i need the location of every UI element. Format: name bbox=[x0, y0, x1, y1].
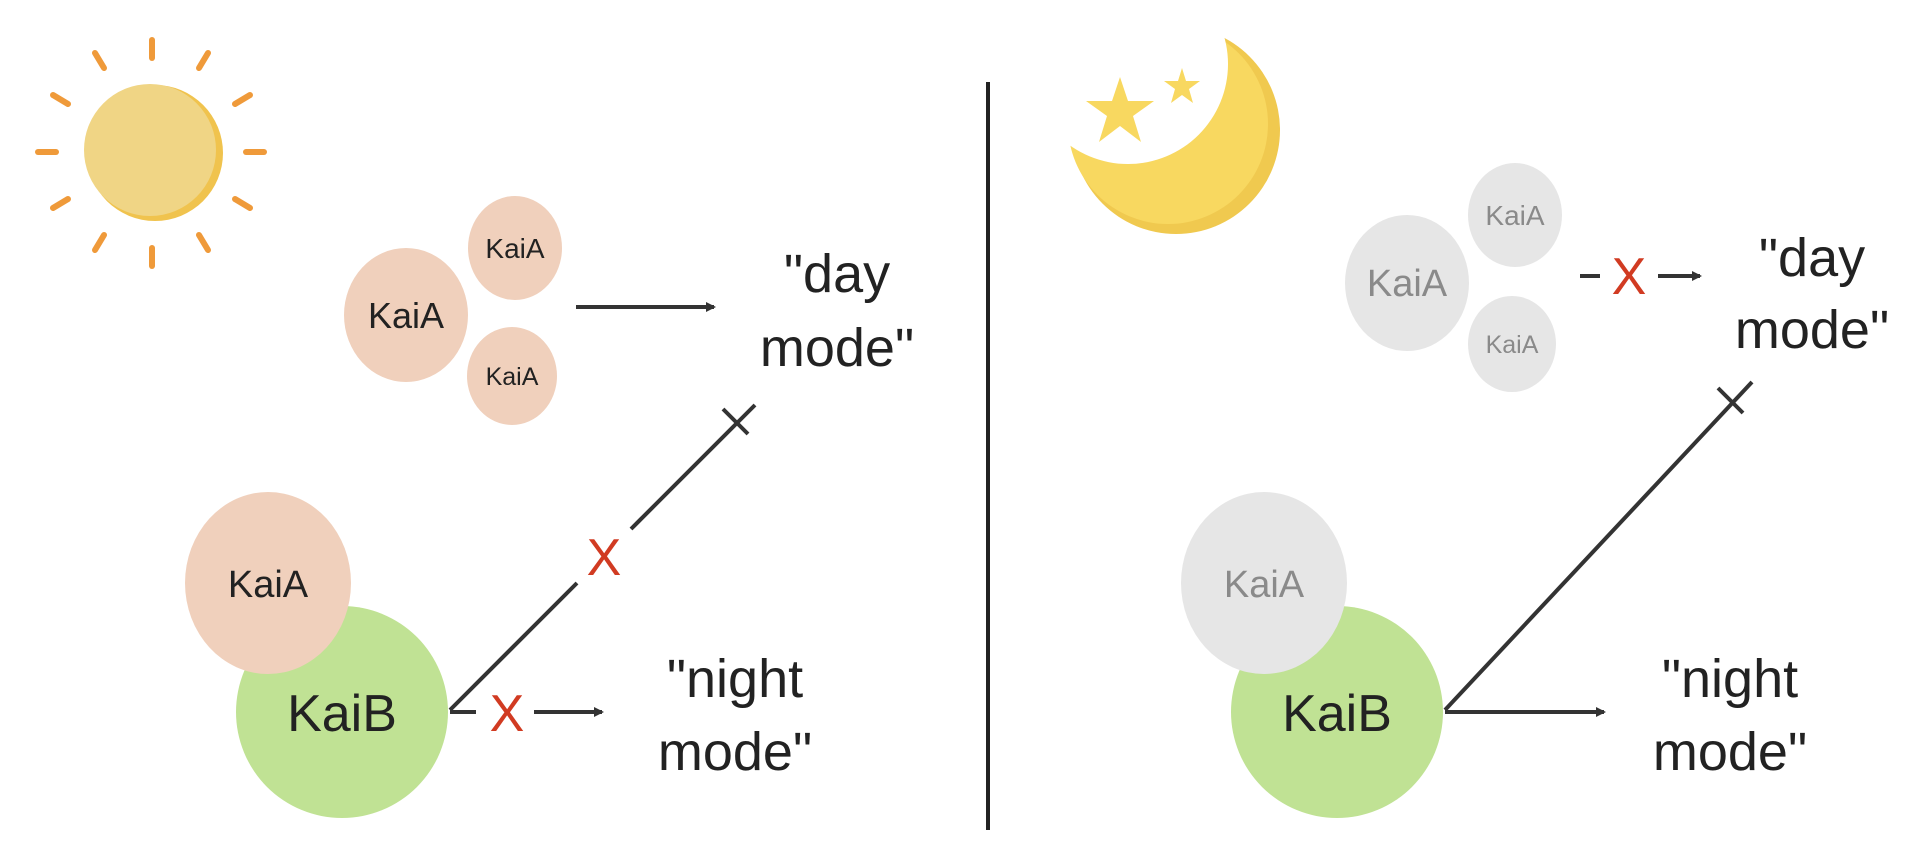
night-mode-label: mode" bbox=[658, 722, 812, 782]
inhibition-bar bbox=[721, 407, 750, 436]
inhibition-bar bbox=[1716, 386, 1745, 415]
kai-a-label: KaiA bbox=[1486, 331, 1539, 359]
day-mode-label: mode" bbox=[760, 318, 914, 378]
kai-a-label: KaiA bbox=[485, 233, 544, 264]
kai-a-node bbox=[1468, 296, 1556, 392]
kai-b-to-day-connector bbox=[1443, 380, 1754, 712]
day-mode-label: mode" bbox=[1735, 300, 1889, 360]
moon-icon bbox=[1028, 0, 1280, 234]
kai-a-node bbox=[344, 248, 468, 382]
kai-a-label: KaiA bbox=[228, 564, 309, 606]
kai-a-node bbox=[185, 492, 351, 674]
kai-a-node bbox=[1181, 492, 1347, 674]
night-mode-label: "night bbox=[1662, 649, 1798, 709]
kai-a-label: KaiA bbox=[1224, 564, 1305, 606]
left-panel-day: KaiA KaiA KaiA "day mode" KaiA KaiB X X … bbox=[35, 37, 914, 818]
sun-icon bbox=[35, 37, 267, 269]
blocked-x-mark: X bbox=[1612, 248, 1647, 306]
kai-a-node bbox=[467, 327, 557, 425]
day-mode-label: "day bbox=[784, 244, 890, 304]
kai-b-label: KaiB bbox=[287, 685, 397, 743]
kai-a-label: KaiA bbox=[1485, 200, 1544, 231]
night-mode-label: "night bbox=[667, 649, 803, 709]
kai-a-label: KaiA bbox=[1367, 263, 1448, 305]
night-mode-label: mode" bbox=[1653, 722, 1807, 782]
star-icon bbox=[1086, 77, 1154, 142]
kai-a-node bbox=[1468, 163, 1562, 267]
kai-a-label: KaiA bbox=[368, 295, 444, 336]
kai-b-to-day-connector bbox=[629, 403, 757, 531]
blocked-x-mark: X bbox=[490, 685, 525, 743]
kai-b-to-day-connector bbox=[448, 581, 579, 712]
star-icon bbox=[1164, 68, 1200, 103]
right-panel-night: KaiA KaiA KaiA X "day mode" KaiA KaiB "n… bbox=[1028, 0, 1889, 818]
day-mode-label: "day bbox=[1759, 228, 1865, 288]
kai-a-node bbox=[1345, 215, 1469, 351]
kai-a-label: KaiA bbox=[486, 363, 539, 391]
kai-b-label: KaiB bbox=[1282, 685, 1392, 743]
kai-a-node bbox=[468, 196, 562, 300]
blocked-x-mark: X bbox=[587, 529, 622, 587]
